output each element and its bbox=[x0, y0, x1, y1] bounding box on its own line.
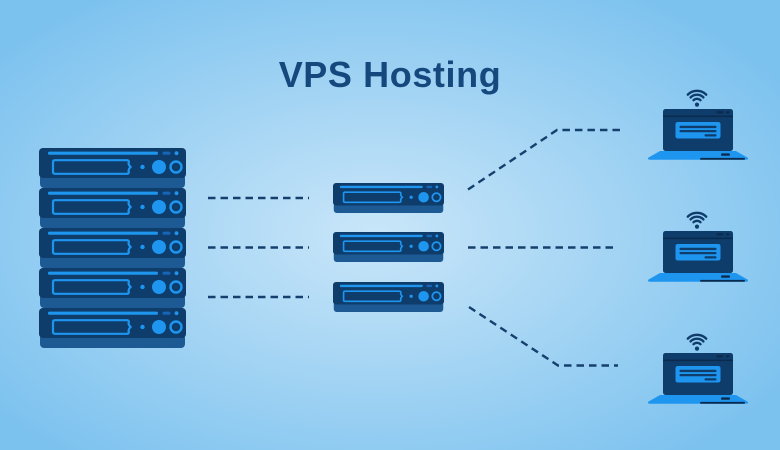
vps-servers bbox=[333, 183, 444, 312]
connection-vps-client-bottom bbox=[468, 305, 618, 367]
client-laptops bbox=[648, 89, 748, 405]
connection-vps-client-top bbox=[467, 128, 621, 191]
connection-lines bbox=[208, 128, 621, 367]
client-laptop bbox=[648, 211, 748, 283]
rack-unit bbox=[39, 148, 186, 188]
vps-server bbox=[333, 183, 444, 213]
rack-unit bbox=[39, 268, 186, 308]
vps-server bbox=[333, 232, 444, 262]
client-laptop bbox=[648, 333, 748, 405]
server-rack bbox=[39, 148, 186, 348]
page-title: VPS Hosting bbox=[278, 54, 502, 95]
client-laptop bbox=[648, 89, 748, 161]
vps-server bbox=[333, 282, 444, 312]
rack-unit bbox=[39, 308, 186, 348]
rack-unit bbox=[39, 228, 186, 268]
rack-unit bbox=[39, 188, 186, 228]
